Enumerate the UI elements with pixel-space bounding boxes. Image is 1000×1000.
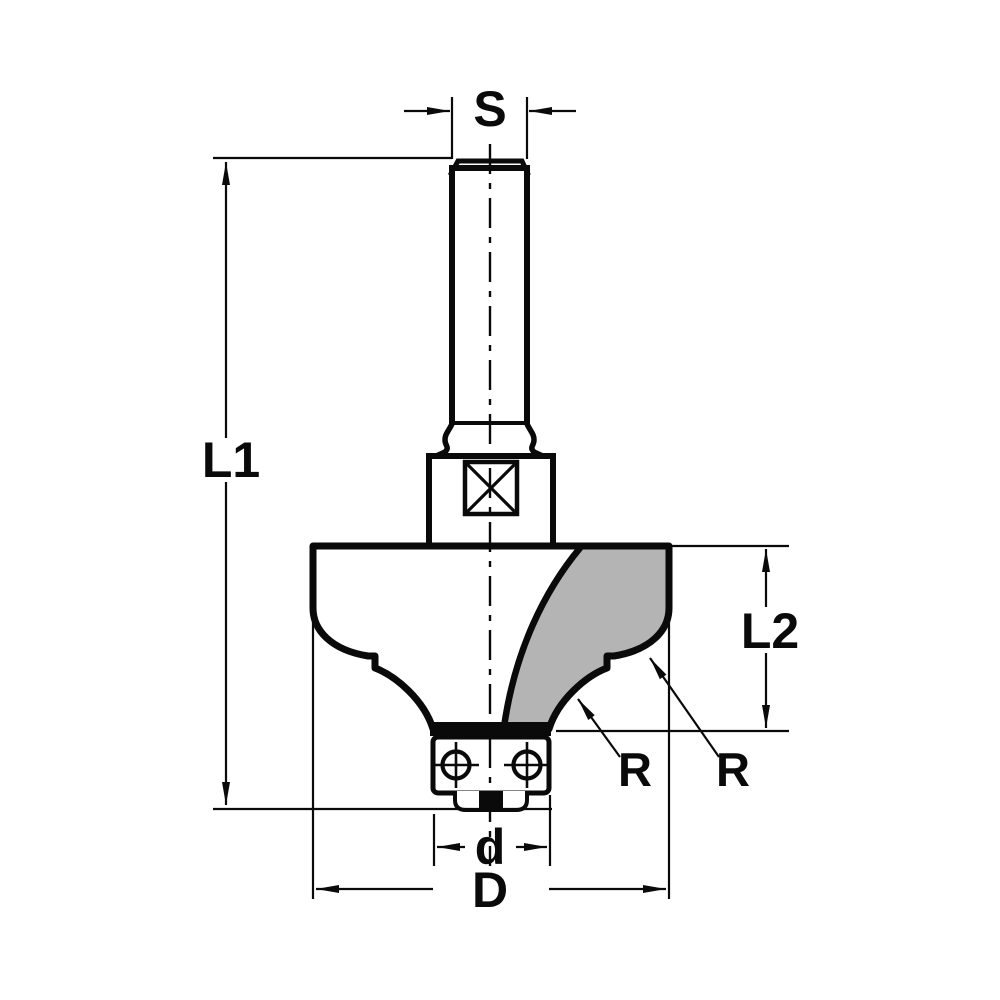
- label-radius-right: R: [716, 743, 750, 796]
- dimension-d: [432, 795, 552, 866]
- router-bit-body: [309, 144, 673, 866]
- label-bearing-diameter: d: [475, 819, 506, 875]
- dimension-S: [404, 97, 576, 159]
- dimension-lines: [213, 97, 789, 899]
- label-cutting-diameter: D: [472, 862, 508, 918]
- radius-leader-right: [649, 657, 720, 758]
- dimension-L1: [213, 156, 552, 811]
- guide-bearing: [430, 734, 552, 796]
- label-radius-left: R: [618, 743, 652, 796]
- carbide-flute: [504, 548, 669, 729]
- radius-leader-left: [577, 698, 621, 758]
- dimension-L2: [556, 544, 789, 733]
- label-cutting-length: L2: [741, 603, 799, 659]
- label-shank-diameter: S: [473, 81, 506, 137]
- dimension-D: [311, 605, 671, 899]
- label-overall-length: L1: [202, 432, 260, 488]
- flute-edge: [500, 544, 584, 731]
